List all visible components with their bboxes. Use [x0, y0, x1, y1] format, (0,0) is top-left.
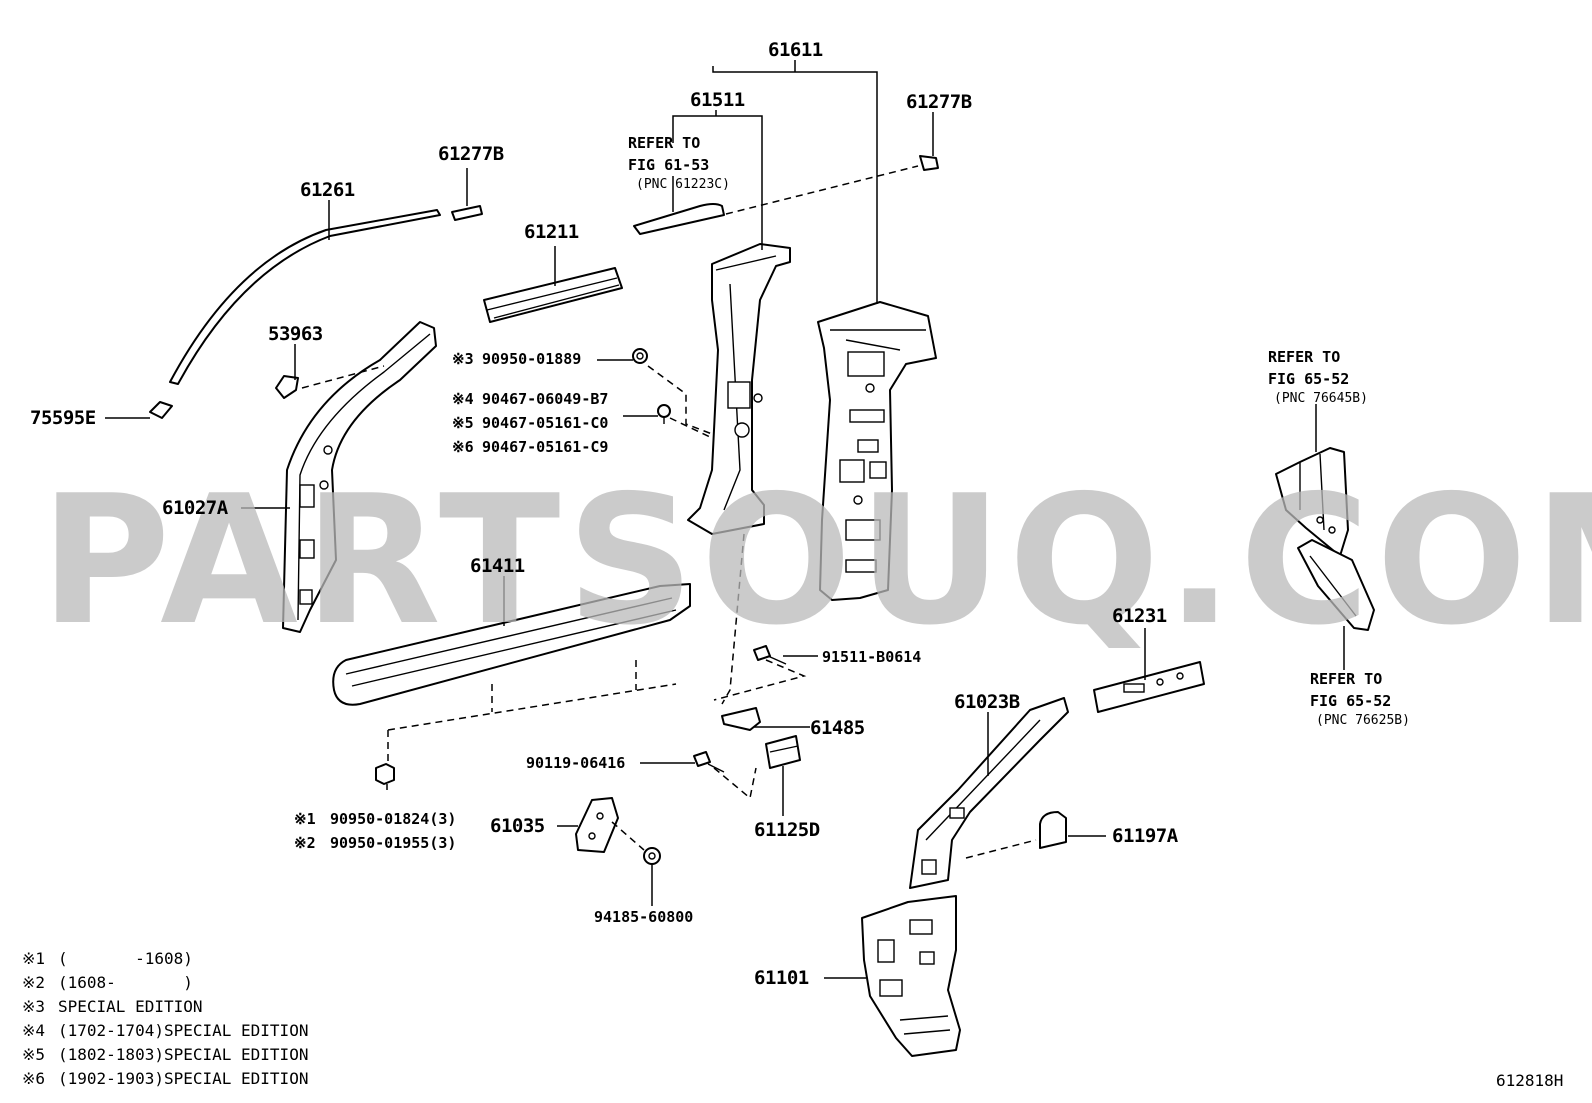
part-61101-drawing[interactable]: [861, 895, 961, 1057]
label-61197a[interactable]: 61197A: [1112, 825, 1179, 847]
label-61027a[interactable]: 61027A: [162, 497, 229, 519]
part-75595e-drawing[interactable]: [149, 401, 173, 419]
refer-line3: (PNC 61223C): [636, 177, 730, 192]
label-61023b[interactable]: 61023B: [954, 691, 1020, 713]
refer-block-65-52-upper[interactable]: REFER TO FIG 65-52 (PNC 76645B): [1268, 348, 1368, 406]
part-61261-drawing[interactable]: [169, 209, 441, 385]
label-61211[interactable]: 61211: [524, 221, 579, 243]
label-91511-b0614[interactable]: 91511-B0614: [822, 648, 921, 666]
refer-line3: (PNC 76645B): [1274, 391, 1368, 406]
note-4-mark: ※4: [22, 1021, 45, 1040]
note-6-mark: ※6: [22, 1069, 45, 1088]
callout-3-mark: ※3: [452, 350, 474, 368]
note-1-mark: ※1: [22, 949, 45, 968]
refer-block-61-53[interactable]: REFER TO FIG 61-53 (PNC 61223C): [628, 134, 730, 192]
label-90950-01955[interactable]: 90950-01955(3): [330, 834, 456, 852]
part-90467-clip-drawing[interactable]: [657, 404, 671, 424]
note-4-text: (1702-1704)SPECIAL EDITION: [58, 1021, 308, 1040]
label-61231[interactable]: 61231: [1112, 605, 1167, 627]
refer-line2: FIG 65-52: [1310, 692, 1391, 710]
note-1-text: ( -1608): [58, 949, 193, 968]
label-90467-05161-c9[interactable]: 90467-05161-C9: [482, 438, 608, 456]
label-90119-06416[interactable]: 90119-06416: [526, 754, 625, 772]
part-53963-drawing[interactable]: [275, 375, 299, 399]
callout-2-mark: ※2: [294, 834, 316, 852]
part-76625b-drawing[interactable]: [1297, 539, 1375, 631]
label-61411[interactable]: 61411: [470, 555, 525, 577]
label-90467-06049-b7[interactable]: 90467-06049-B7: [482, 390, 608, 408]
part-61023b-drawing[interactable]: [909, 697, 1069, 889]
part-61611-drawing[interactable]: [817, 301, 937, 601]
note-6-text: (1902-1903)SPECIAL EDITION: [58, 1069, 308, 1088]
label-61101[interactable]: 61101: [754, 967, 809, 989]
part-61511-drawing[interactable]: [687, 243, 791, 535]
footnotes: ※1 ( -1608) ※2 (1608- ) ※3 SPECIAL EDITI…: [22, 949, 308, 1088]
label-75595e[interactable]: 75595E: [30, 407, 96, 429]
note-2-mark: ※2: [22, 973, 45, 992]
label-61277b-top[interactable]: 61277B: [906, 91, 972, 113]
part-61125d-drawing[interactable]: [765, 735, 801, 769]
label-61485[interactable]: 61485: [810, 717, 865, 739]
leader-lines: [105, 60, 1345, 979]
note-5-text: (1802-1803)SPECIAL EDITION: [58, 1045, 308, 1064]
part-61197a-drawing[interactable]: [1039, 811, 1067, 849]
part-61277b-left-drawing[interactable]: [451, 205, 483, 221]
callout-1-mark: ※1: [294, 810, 316, 828]
part-61035-drawing[interactable]: [575, 797, 619, 853]
label-90950-01889[interactable]: 90950-01889: [482, 350, 581, 368]
part-76645b-drawing[interactable]: [1275, 447, 1349, 557]
watermark: PARTSOUQ.COM: [40, 457, 1592, 664]
refer-line2: FIG 65-52: [1268, 370, 1349, 388]
label-90467-05161-c0[interactable]: 90467-05161-C0: [482, 414, 608, 432]
label-94185-60800[interactable]: 94185-60800: [594, 908, 693, 926]
callout-4-mark: ※4: [452, 390, 474, 408]
part-61485-drawing[interactable]: [721, 707, 761, 731]
label-61611[interactable]: 61611: [768, 39, 823, 61]
part-90950-01889-drawing[interactable]: [632, 348, 648, 364]
refer-line1: REFER TO: [628, 134, 700, 152]
note-3-mark: ※3: [22, 997, 45, 1016]
part-91511-b0614-drawing[interactable]: [753, 645, 787, 665]
part-61223c-drawing[interactable]: [633, 203, 725, 235]
label-61277b-left[interactable]: 61277B: [438, 143, 504, 165]
label-61125d[interactable]: 61125D: [754, 819, 820, 841]
note-5-mark: ※5: [22, 1045, 45, 1064]
refer-line2: FIG 61-53: [628, 156, 709, 174]
part-90950-01824-drawing[interactable]: [375, 763, 395, 785]
callout-6-mark: ※6: [452, 438, 474, 456]
note-2-text: (1608- ): [58, 973, 193, 992]
part-61027a-drawing[interactable]: [282, 321, 437, 633]
part-61411-drawing[interactable]: [332, 583, 691, 706]
callout-5-mark: ※5: [452, 414, 474, 432]
note-3-text: SPECIAL EDITION: [58, 997, 203, 1016]
part-61277b-right-drawing[interactable]: [919, 155, 939, 171]
label-53963[interactable]: 53963: [268, 323, 323, 345]
part-94185-60800-drawing[interactable]: [643, 847, 661, 865]
refer-block-65-52-lower[interactable]: REFER TO FIG 65-52 (PNC 76625B): [1310, 670, 1410, 728]
label-61261[interactable]: 61261: [300, 179, 355, 201]
part-61231-drawing[interactable]: [1093, 661, 1205, 713]
refer-line3: (PNC 76625B): [1316, 713, 1410, 728]
part-61211-drawing[interactable]: [483, 267, 623, 323]
part-90119-06416-drawing[interactable]: [693, 751, 725, 773]
label-61035[interactable]: 61035: [490, 815, 545, 837]
refer-line1: REFER TO: [1268, 348, 1340, 366]
label-90950-01824[interactable]: 90950-01824(3): [330, 810, 456, 828]
label-61511[interactable]: 61511: [690, 89, 745, 111]
refer-line1: REFER TO: [1310, 670, 1382, 688]
figure-code: 612818H: [1496, 1071, 1563, 1090]
